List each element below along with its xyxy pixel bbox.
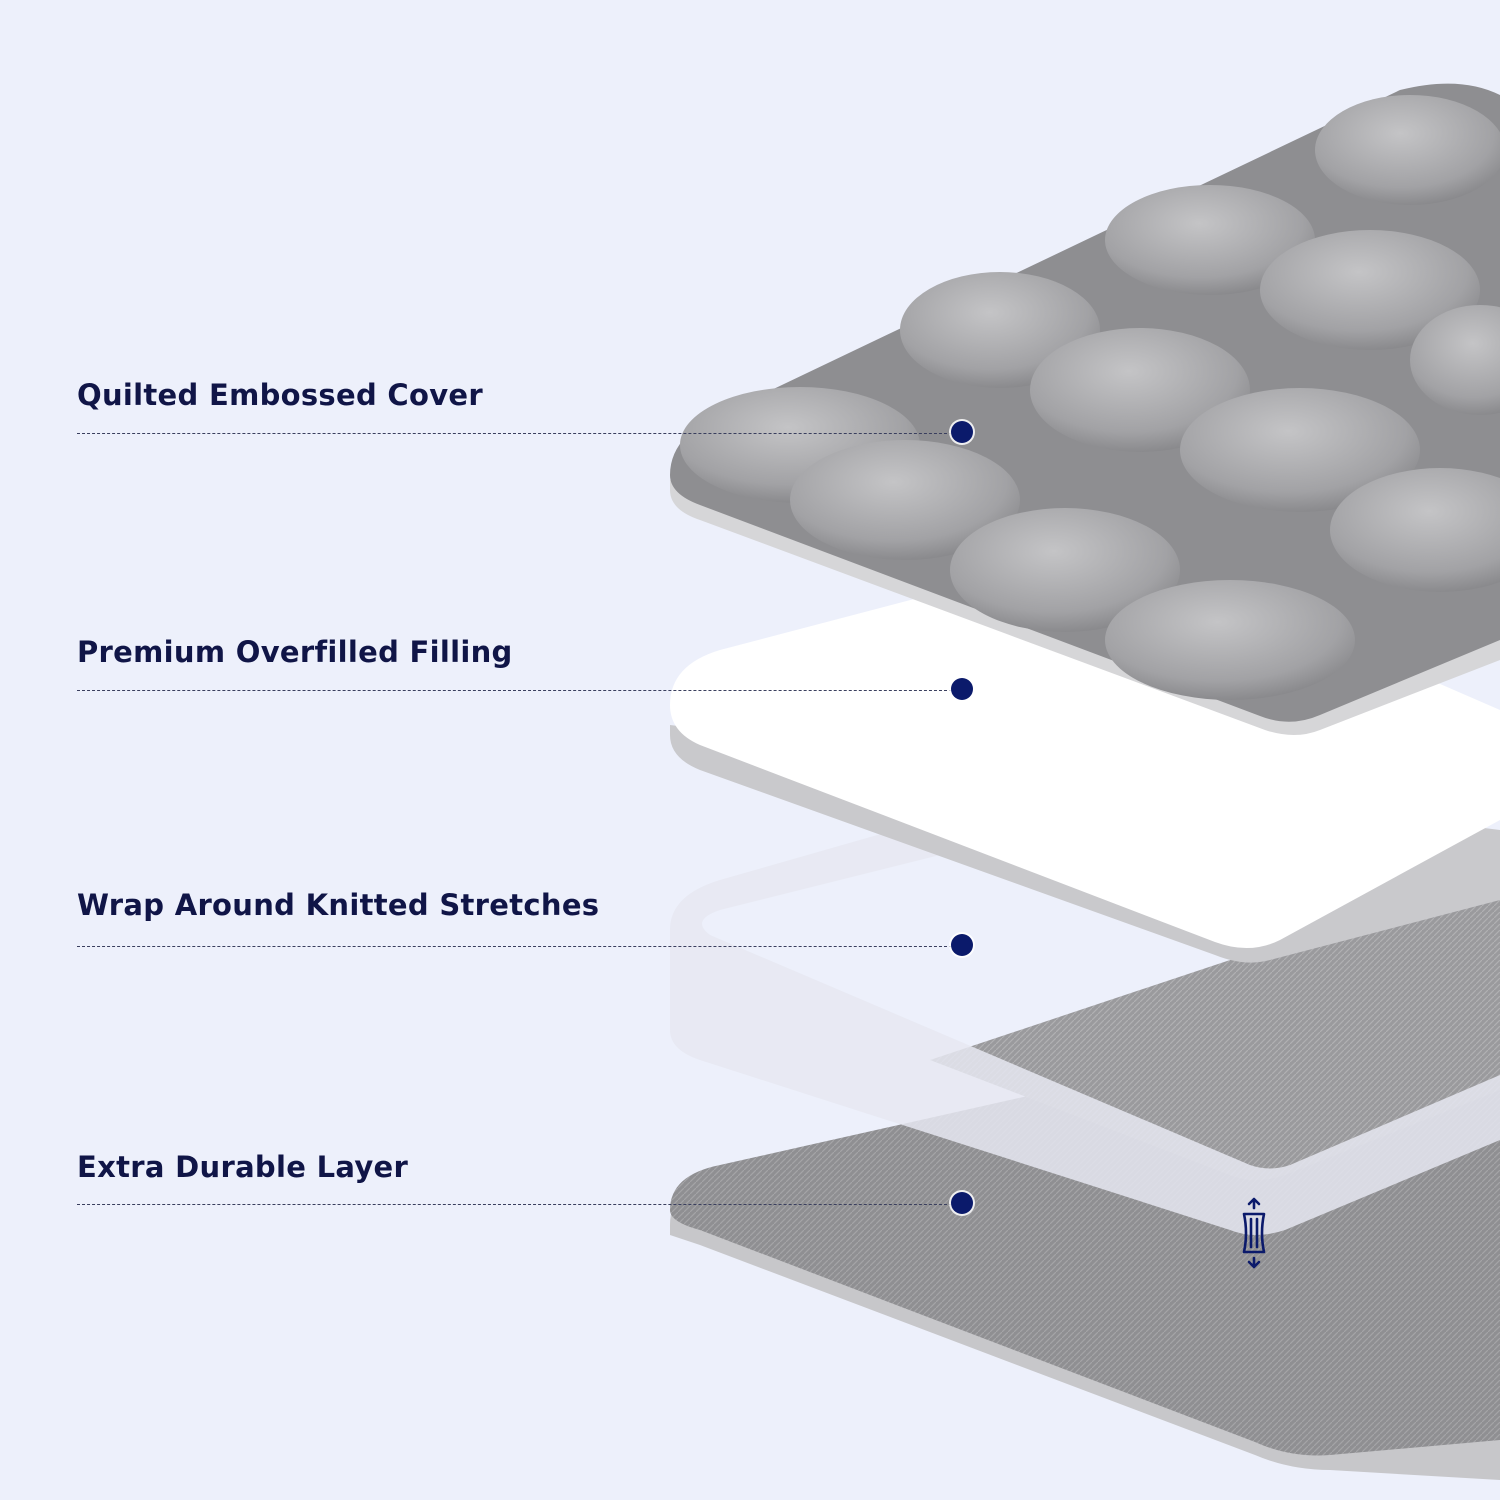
stretches-layer bbox=[670, 800, 1500, 1235]
marker-dot-stretches bbox=[951, 934, 973, 956]
leader-line-filling bbox=[77, 690, 952, 691]
vertical-stretch-arrows-icon bbox=[1242, 1197, 1266, 1269]
label-knitted-stretches: Wrap Around Knitted Stretches bbox=[77, 888, 600, 922]
marker-dot-filling bbox=[951, 678, 973, 700]
leader-line-stretches bbox=[77, 946, 952, 947]
leader-line-durable bbox=[77, 1204, 952, 1205]
quilted-puffs bbox=[680, 95, 1500, 700]
marker-dot-durable bbox=[951, 1192, 973, 1214]
label-quilted-cover: Quilted Embossed Cover bbox=[77, 378, 484, 412]
label-durable-layer: Extra Durable Layer bbox=[77, 1150, 409, 1184]
marker-dot-cover bbox=[951, 421, 973, 443]
leader-line-cover bbox=[77, 433, 952, 434]
cover-layer bbox=[670, 83, 1500, 735]
label-overfilled-filling: Premium Overfilled Filling bbox=[77, 635, 513, 669]
